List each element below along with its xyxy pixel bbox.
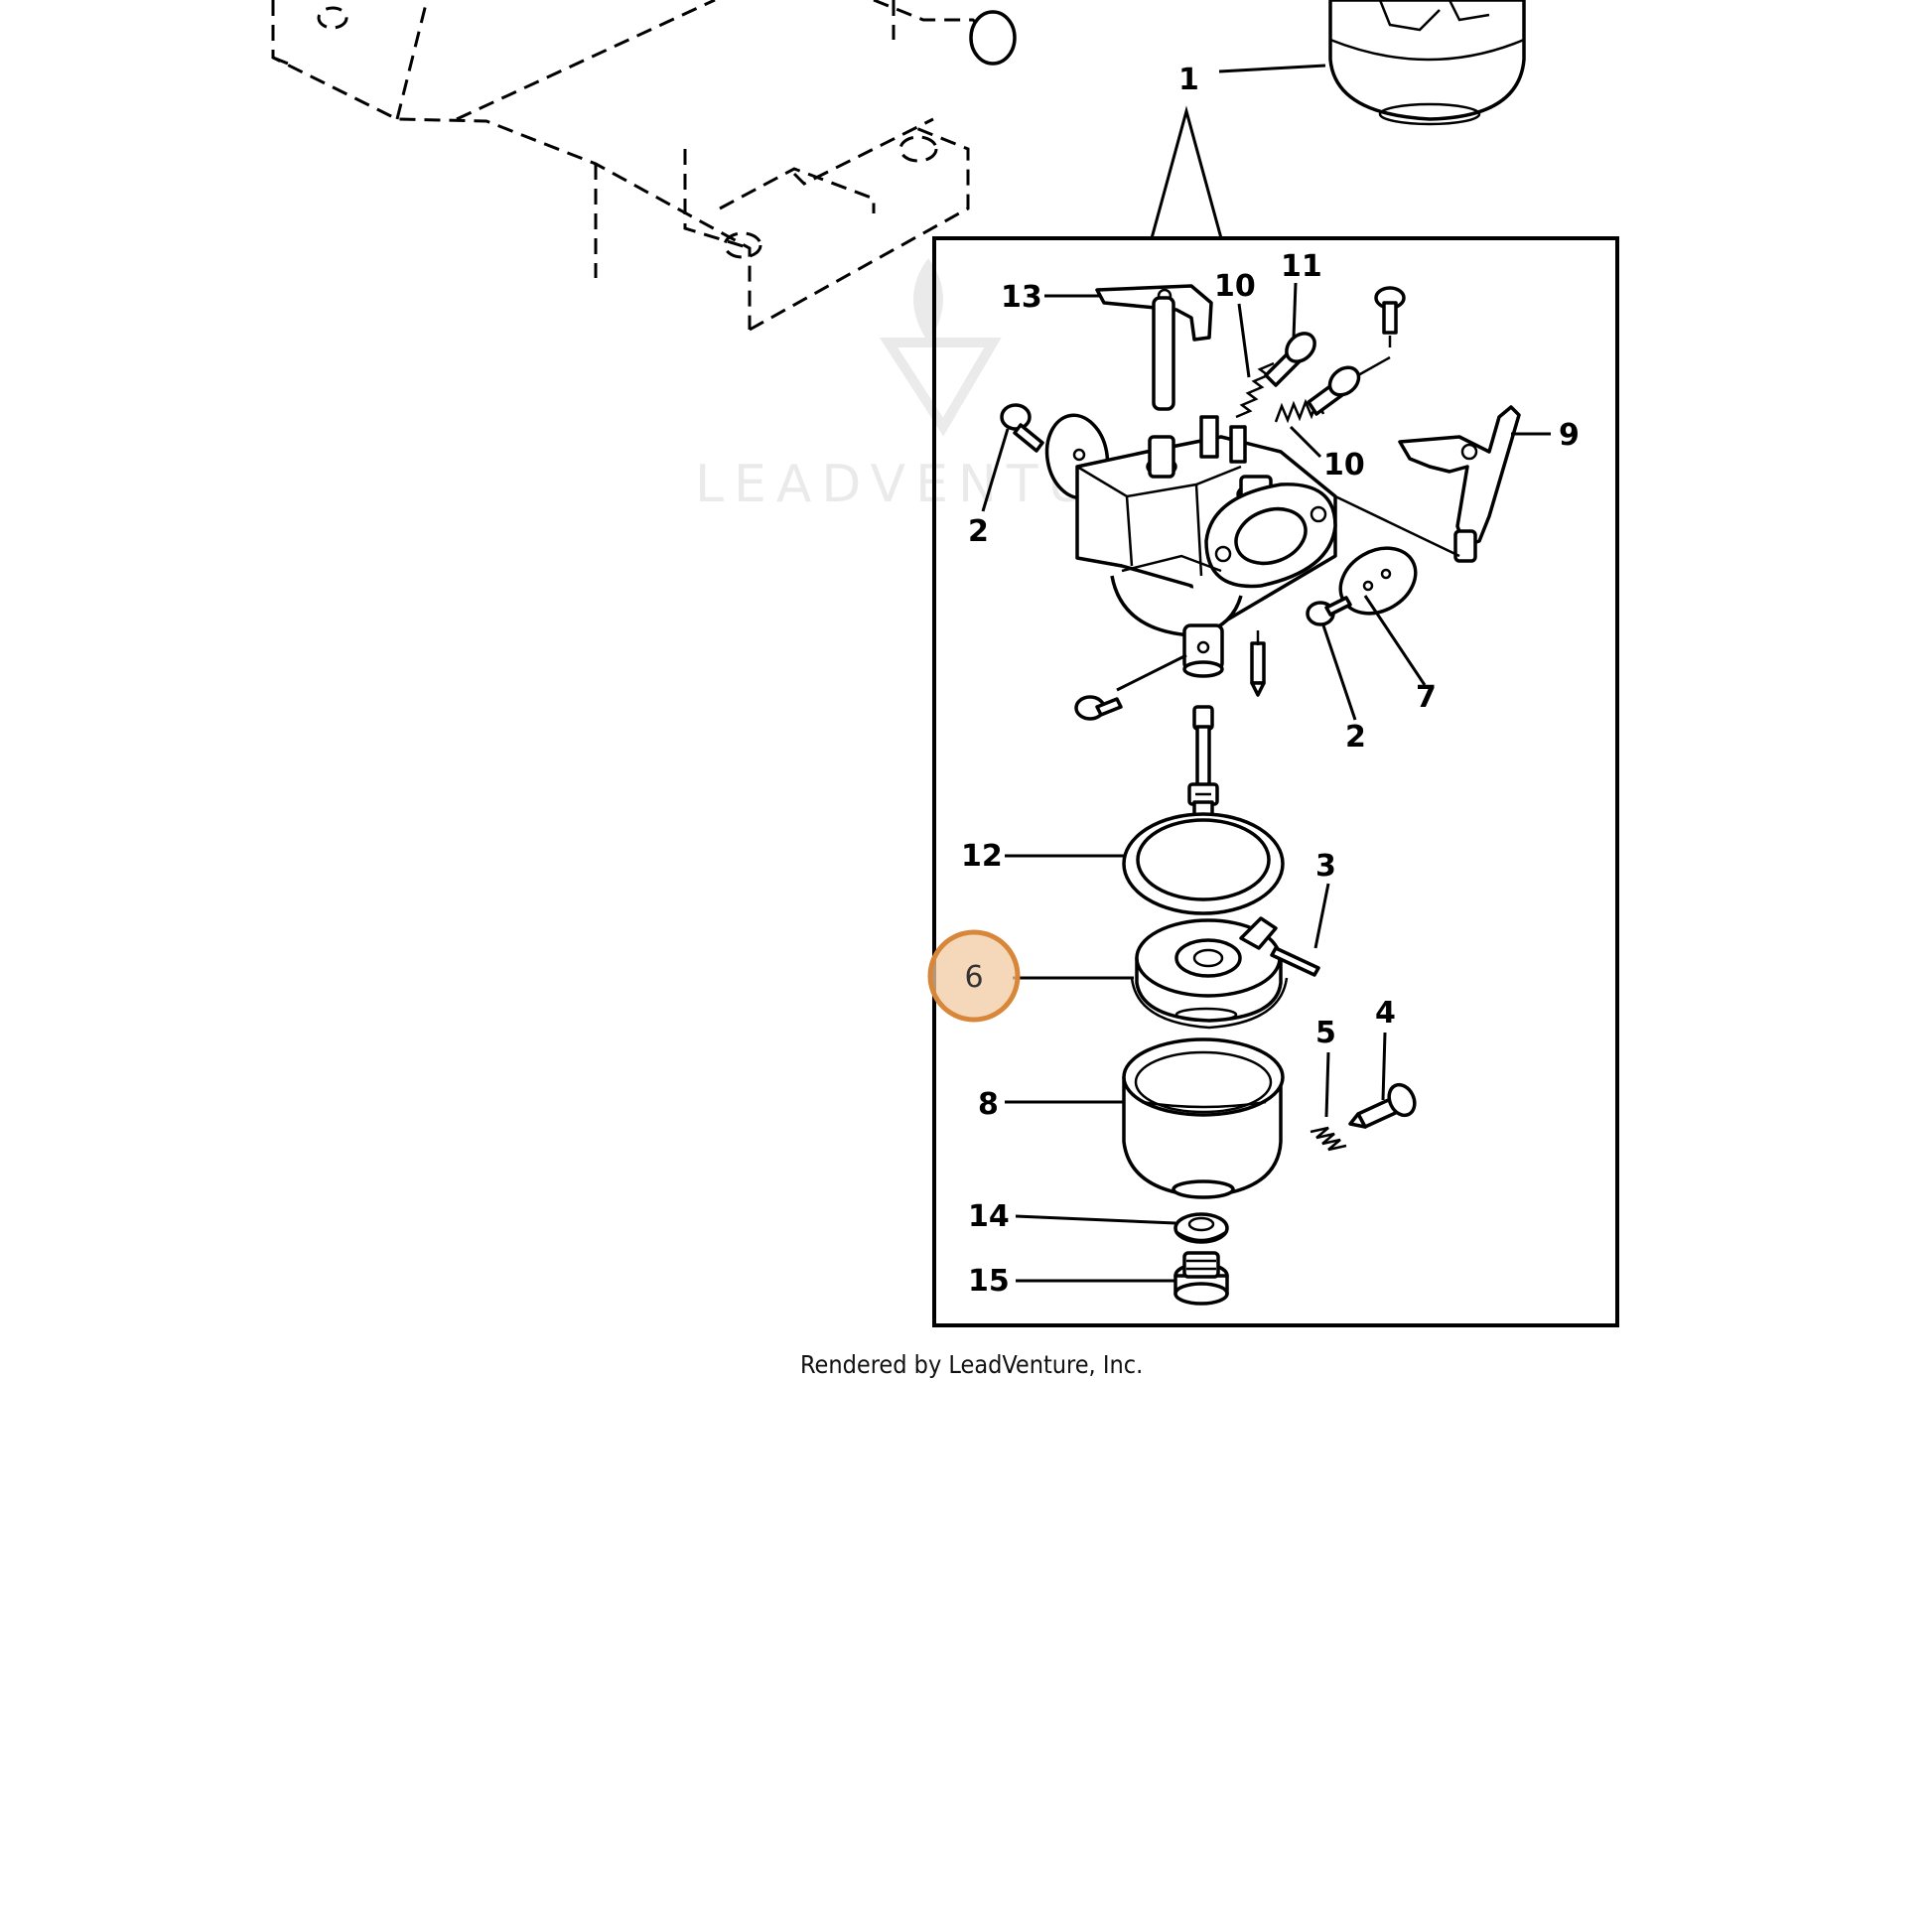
part-11-screw bbox=[1264, 332, 1316, 387]
callout-8-label: 8 bbox=[978, 1087, 999, 1122]
air-cleaner-fragment bbox=[1328, 0, 1526, 126]
callout-1-bracket bbox=[1150, 105, 1223, 239]
part-main-jet-holder bbox=[1182, 623, 1224, 678]
callout-2a-leader bbox=[981, 428, 1010, 512]
part-needle-valve bbox=[1250, 630, 1266, 697]
part-15-bowl-bolt bbox=[1173, 1251, 1229, 1306]
engine-block-outline bbox=[271, 0, 1017, 332]
choke-shaft-guide bbox=[1334, 494, 1460, 558]
callout-13-label: 13 bbox=[1001, 280, 1042, 315]
callout-3-label: 3 bbox=[1315, 849, 1336, 884]
part-2-screw-right bbox=[1306, 596, 1352, 626]
callout-15-label: 15 bbox=[968, 1264, 1010, 1299]
callout-3-leader bbox=[1313, 883, 1330, 949]
callout-9-label: 9 bbox=[1559, 418, 1580, 453]
callout-4-leader bbox=[1381, 1032, 1387, 1101]
callout-12-label: 12 bbox=[961, 839, 1003, 874]
watermark-logo bbox=[879, 258, 1002, 437]
callout-10a-leader bbox=[1237, 303, 1251, 378]
part-7-throttle-plate bbox=[1338, 546, 1418, 616]
part-3-float-pin bbox=[1270, 946, 1320, 977]
render-credit-caption: Rendered by LeadVenture, Inc. bbox=[800, 1350, 1143, 1379]
part-small-screw-top bbox=[1374, 286, 1406, 347]
highlight-marker-6[interactable]: 6 bbox=[927, 929, 1021, 1023]
callout-2a-label: 2 bbox=[968, 514, 989, 549]
jet-leader bbox=[1116, 653, 1187, 692]
part-5-idle-spring bbox=[1310, 1126, 1347, 1152]
callout-6-label: 6 bbox=[964, 960, 983, 995]
carburetor-inset-frame bbox=[932, 236, 1619, 1327]
callout-5-leader bbox=[1324, 1051, 1330, 1118]
part-6-float bbox=[1130, 916, 1289, 1030]
callout-7-leader bbox=[1363, 595, 1427, 686]
carburetor-body bbox=[1075, 415, 1337, 637]
callout-1-leader bbox=[1218, 64, 1326, 73]
callout-14-label: 14 bbox=[968, 1199, 1010, 1234]
callout-10b-label: 10 bbox=[1323, 448, 1365, 483]
callout-2b-leader bbox=[1321, 624, 1357, 721]
callout-11-label: 11 bbox=[1281, 249, 1322, 284]
part-idle-screw bbox=[1307, 355, 1391, 416]
part-13-throttle-lever bbox=[1095, 284, 1213, 411]
part-10-spring-upper bbox=[1235, 361, 1275, 419]
part-8-float-bowl bbox=[1122, 1037, 1285, 1199]
part-drain-screw bbox=[1074, 695, 1123, 721]
part-main-nozzle bbox=[1187, 705, 1219, 824]
part-12-bowl-gasket bbox=[1122, 812, 1285, 915]
part-14-washer bbox=[1173, 1212, 1229, 1244]
part-9-choke-lever bbox=[1398, 405, 1521, 563]
part-2-screw-left bbox=[1000, 403, 1044, 453]
callout-10b-leader bbox=[1289, 425, 1322, 459]
callout-4-label: 4 bbox=[1375, 996, 1396, 1031]
callout-2b-label: 2 bbox=[1345, 720, 1366, 755]
callout-14-leader bbox=[1015, 1214, 1176, 1225]
callout-11-leader bbox=[1292, 282, 1298, 339]
callout-5-label: 5 bbox=[1315, 1016, 1336, 1050]
part-4-idle-screw bbox=[1348, 1082, 1417, 1129]
callout-1-label: 1 bbox=[1178, 63, 1199, 97]
callout-10a-label: 10 bbox=[1214, 269, 1256, 304]
callout-7-label: 7 bbox=[1416, 680, 1437, 715]
